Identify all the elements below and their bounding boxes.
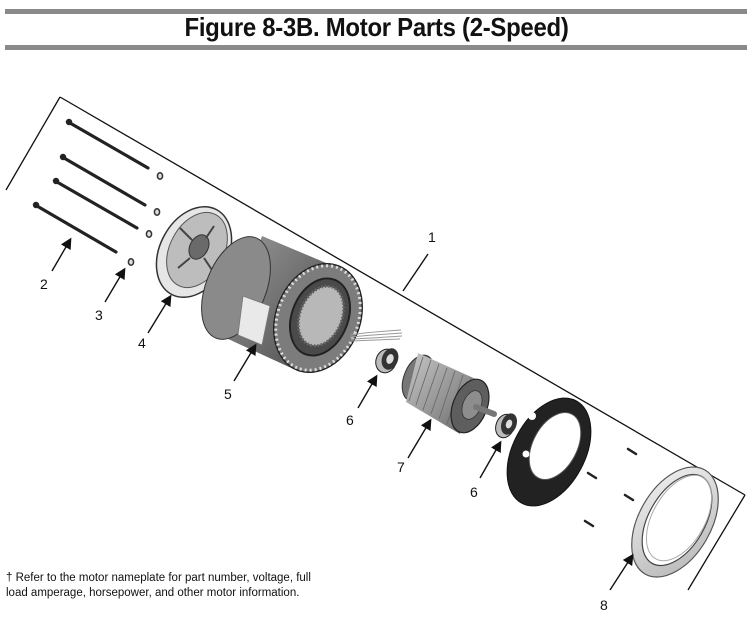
title-rule-bottom	[5, 45, 747, 50]
mounting-ring	[631, 466, 719, 578]
callout-6a: 6	[346, 412, 354, 428]
bearing-rear	[495, 413, 517, 439]
leader-3	[104, 267, 126, 303]
through-bolt	[35, 121, 150, 254]
bearing-front	[375, 348, 399, 374]
leader-6a	[357, 374, 378, 409]
callout-1: 1	[428, 229, 436, 245]
mounting-screws	[583, 447, 638, 528]
callout-8: 8	[600, 597, 608, 613]
footnote: † Refer to the motor nameplate for part …	[6, 572, 311, 599]
callout-3: 3	[95, 307, 103, 323]
title-rule-top	[5, 9, 747, 14]
assembly-bracket	[5, 96, 746, 591]
leader-6b	[479, 440, 502, 479]
gasket-plate	[506, 397, 592, 507]
figure-title: Figure 8-3B. Motor Parts (2-Speed)	[184, 12, 569, 42]
leader-2	[51, 237, 72, 272]
through-bolts	[32, 118, 150, 254]
leader-1	[402, 253, 429, 292]
callout-2: 2	[40, 276, 48, 292]
washers	[127, 172, 164, 266]
leader-4	[147, 294, 172, 334]
callout-7: 7	[397, 459, 405, 475]
callout-6b: 6	[470, 484, 478, 500]
leader-8	[609, 553, 634, 591]
callout-4: 4	[138, 335, 146, 351]
leader-5	[233, 343, 257, 382]
leader-7	[407, 418, 432, 459]
stator-housing	[201, 236, 403, 374]
rotor	[401, 353, 497, 434]
callout-5: 5	[224, 386, 232, 402]
leader-arrows	[51, 237, 634, 591]
